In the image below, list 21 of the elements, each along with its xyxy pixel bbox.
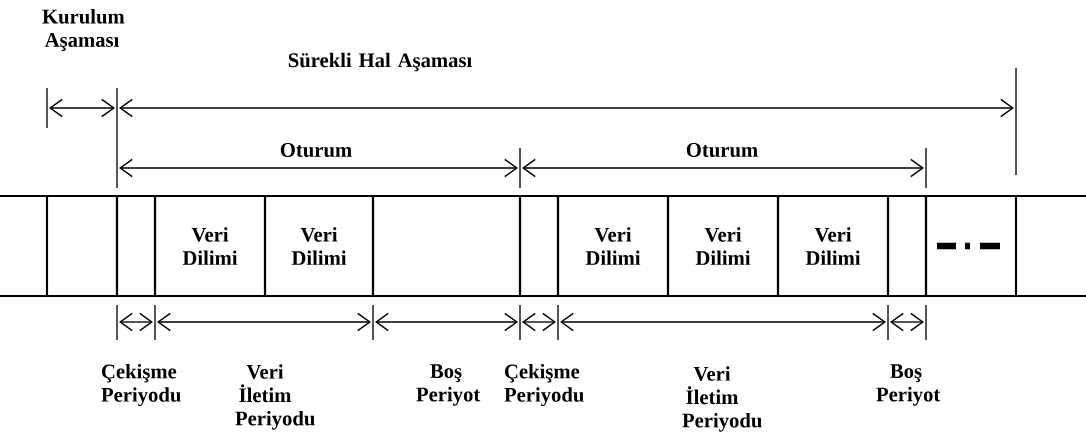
- label-text: Veri İletim Periyodu: [682, 366, 762, 432]
- period-box: [518, 194, 560, 298]
- label-text: Boş Periyot: [876, 364, 941, 406]
- data-slot-box: Veri Dilimi: [153, 194, 267, 298]
- label-text: Sürekli Hal Aşaması: [288, 52, 472, 72]
- period-box: [115, 194, 157, 298]
- period-box: [45, 194, 119, 298]
- data-slot-box: Veri Dilimi: [776, 194, 890, 298]
- label-text: Oturum: [686, 143, 758, 157]
- label-text: Veri İletim Periyodu: [235, 364, 315, 430]
- data-slot-box: Veri Dilimi: [666, 194, 780, 298]
- label-text: Kurulum Aşaması: [42, 9, 125, 51]
- label-text: Boş Periyot: [416, 364, 481, 406]
- period-box: [886, 194, 928, 298]
- label-text: Oturum: [280, 143, 352, 157]
- label-text: Çekişme Periyodu: [504, 363, 584, 407]
- data-slot-box: Veri Dilimi: [263, 194, 375, 298]
- period-box: [371, 194, 522, 298]
- data-slot-box: Veri Dilimi: [556, 194, 670, 298]
- period-box: [924, 194, 1018, 298]
- label-text: Çekişme Periyodu: [101, 363, 181, 407]
